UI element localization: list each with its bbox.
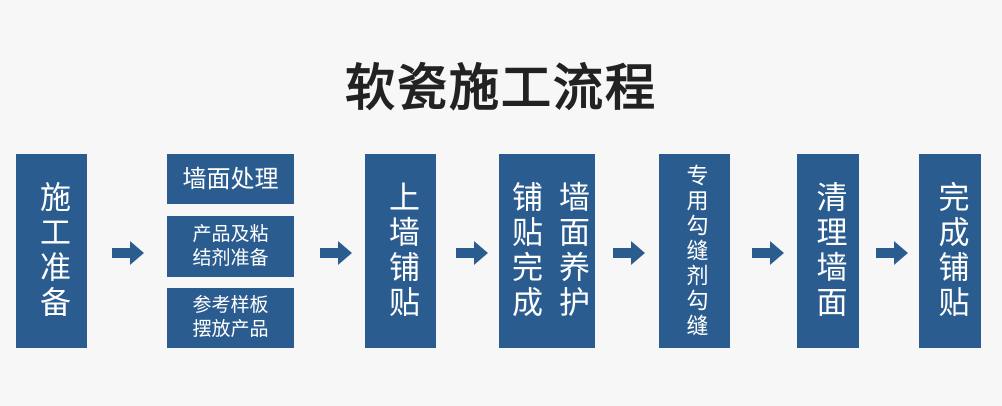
step-wall-paste: 上墙铺贴 — [365, 154, 436, 348]
step-material-prep: 产品及粘 结剂准备 — [167, 216, 294, 277]
step-sample-layout: 参考样板 摆放产品 — [167, 288, 294, 348]
step-prepare: 施工准备 — [16, 154, 87, 348]
step-material-prep-line1: 产品及粘 — [192, 222, 269, 245]
step-complete-label: 完成铺贴 — [932, 181, 969, 321]
step-finish-curing: 铺贴完成 墙面养护 — [499, 154, 595, 348]
diagram-title: 软瓷施工流程 — [345, 59, 657, 117]
arrow-right-icon — [876, 241, 908, 265]
step-wall-treatment-label: 墙面处理 — [182, 165, 279, 193]
step-clean-wall: 清理墙面 — [797, 154, 859, 348]
step-prepare-label: 施工准备 — [34, 181, 70, 321]
step-grouting-label: 专用勾缝剂勾缝 — [682, 163, 708, 339]
arrow-right-icon — [752, 241, 784, 265]
step-complete: 完成铺贴 — [919, 154, 981, 348]
step-wall-paste-label: 上墙铺贴 — [383, 181, 419, 321]
step-clean-wall-label: 清理墙面 — [810, 181, 847, 321]
arrow-right-icon — [613, 241, 645, 265]
step-wall-treatment: 墙面处理 — [167, 154, 294, 204]
arrow-right-icon — [320, 241, 352, 265]
step-sample-layout-line1: 参考样板 — [192, 294, 269, 317]
step-finish-paste-label: 铺贴完成 — [506, 181, 542, 321]
step-grouting: 专用勾缝剂勾缝 — [659, 154, 730, 348]
arrow-right-icon — [112, 241, 144, 265]
step-sample-layout-line2: 摆放产品 — [192, 318, 269, 340]
step-wall-curing-label: 墙面养护 — [553, 181, 589, 321]
step-material-prep-line2: 结剂准备 — [192, 246, 269, 269]
arrow-right-icon — [456, 241, 488, 265]
